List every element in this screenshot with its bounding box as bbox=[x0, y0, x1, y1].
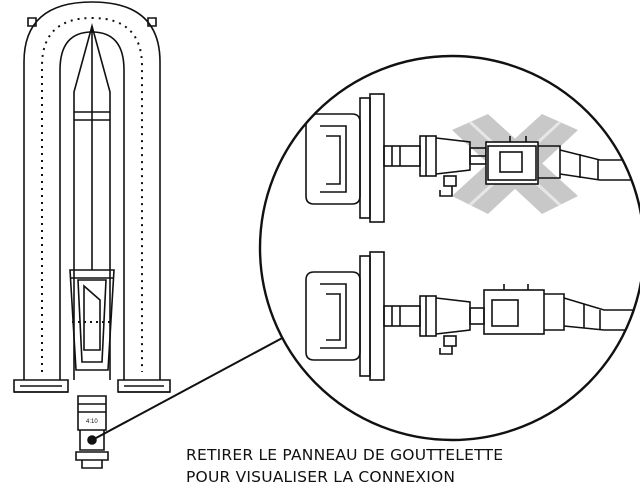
leader-line bbox=[95, 335, 287, 439]
caption-line-2: POUR VISUALISER LA CONNEXION bbox=[186, 468, 456, 486]
valve-fitting-top bbox=[383, 135, 487, 197]
burner-tube-outer bbox=[23, 1, 161, 380]
valve-fitting-bottom bbox=[383, 295, 485, 355]
venturi-cone bbox=[69, 269, 115, 371]
connection-point bbox=[87, 435, 97, 445]
small-part-label: 4:10 bbox=[86, 419, 98, 425]
valve-body bbox=[77, 395, 107, 431]
burner-connector-bottom bbox=[483, 284, 640, 335]
caption-line-1: RETIRER LE PANNEAU DE GOUTTELETTE bbox=[186, 446, 504, 464]
burner-assembly bbox=[13, 1, 171, 469]
burner-connector-top bbox=[485, 136, 640, 185]
